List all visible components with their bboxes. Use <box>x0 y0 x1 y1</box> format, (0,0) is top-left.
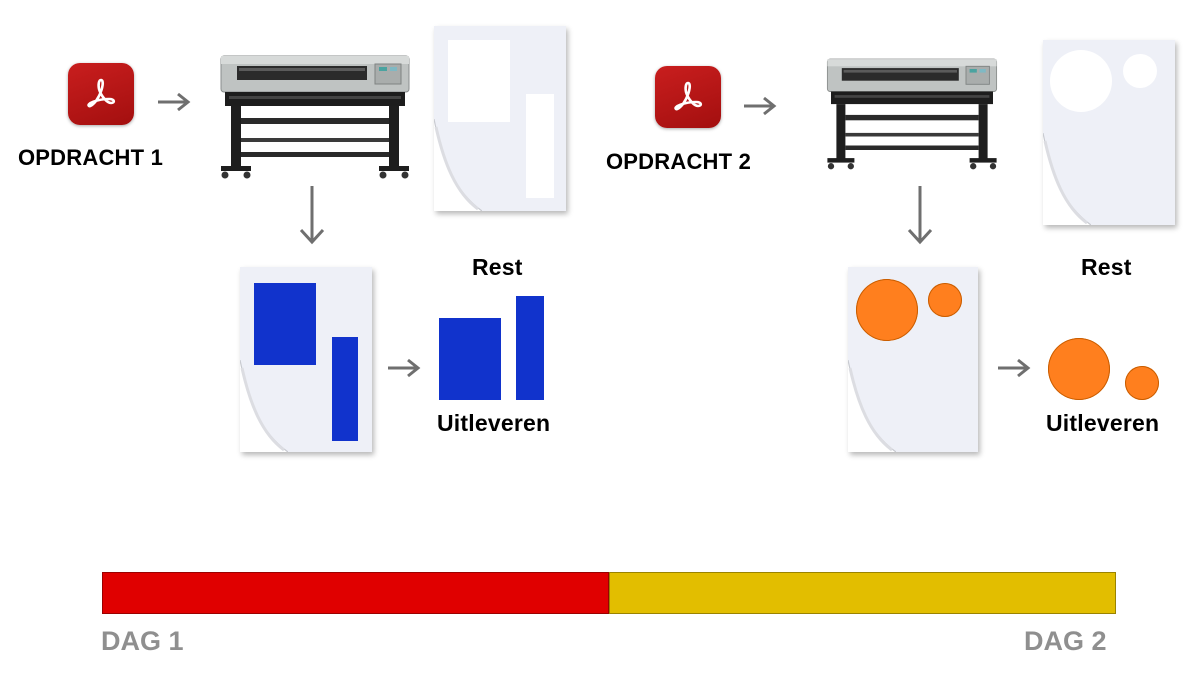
page-curl <box>848 360 896 452</box>
job1-label: OPDRACHT 1 <box>18 145 164 170</box>
rest-sheet-job2 <box>1043 40 1175 225</box>
cutout-large-rect <box>448 40 510 122</box>
print-large-rect <box>254 283 316 365</box>
timeline-day1-segment <box>102 572 609 614</box>
page-curl <box>240 360 288 452</box>
cutout-large-circle <box>1050 50 1112 112</box>
plotter-printer-icon-2 <box>822 52 1002 176</box>
delivered-small-circle-job2 <box>1125 366 1159 400</box>
printed-sheet-job2 <box>848 267 978 452</box>
printed-sheet-job1 <box>240 267 372 452</box>
pdf-icon-job1 <box>68 63 134 125</box>
plotter-printer-icon-1 <box>215 52 415 182</box>
arrow-icon-pdf-to-printer-2 <box>744 96 780 116</box>
job1-deliver-label: Uitleveren <box>437 410 551 436</box>
print-large-circle <box>856 279 918 341</box>
print-small-circle <box>928 283 962 317</box>
arrow-icon-printer-to-print-2 <box>905 186 935 248</box>
job2-label: OPDRACHT 2 <box>606 149 752 174</box>
job2-rest-label: Rest <box>1081 254 1132 280</box>
cutout-small-circle <box>1123 54 1157 88</box>
arrow-icon-print-to-deliver-2 <box>998 358 1034 378</box>
timeline-bar <box>102 572 1116 614</box>
delivered-large-rect-job1 <box>439 318 501 400</box>
page-curl <box>1043 133 1091 225</box>
job1-rest-label: Rest <box>472 254 523 280</box>
timeline-start-label: DAG 1 <box>101 626 184 656</box>
timeline-end-label: DAG 2 <box>1024 626 1107 656</box>
delivered-large-circle-job2 <box>1048 338 1110 400</box>
arrow-icon-print-to-deliver-1 <box>388 358 424 378</box>
delivered-narrow-rect-job1 <box>516 296 544 400</box>
timeline-day2-segment <box>609 572 1116 614</box>
job2-deliver-label: Uitleveren <box>1046 410 1160 436</box>
page-curl <box>434 119 482 211</box>
cutout-narrow-rect <box>526 94 554 198</box>
arrow-icon-pdf-to-printer-1 <box>158 92 194 112</box>
pdf-icon-job2 <box>655 66 721 128</box>
print-narrow-rect <box>332 337 358 441</box>
arrow-icon-printer-to-print-1 <box>297 186 327 248</box>
rest-sheet-job1 <box>434 26 566 211</box>
